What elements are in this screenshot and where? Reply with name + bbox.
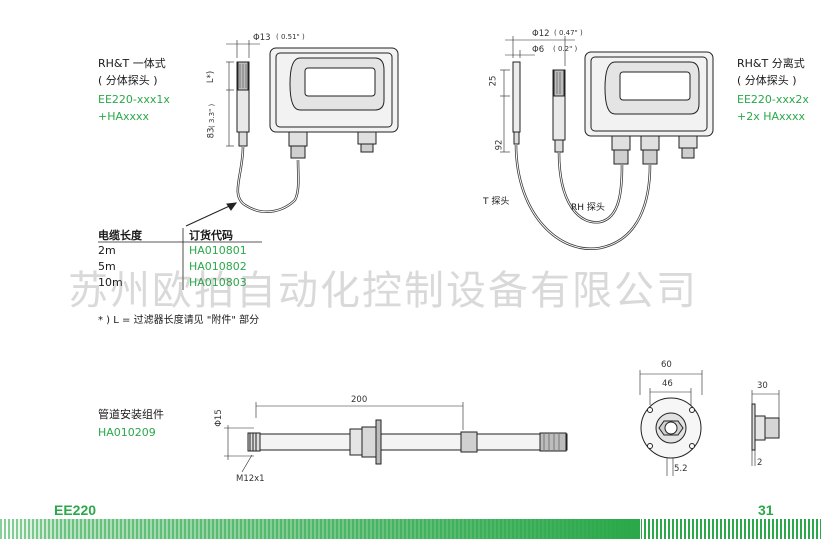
integrated-model: EE220-xxx1x <box>98 93 170 106</box>
dim-200: 200 <box>351 395 368 405</box>
separate-addon: +2x HAxxxx <box>737 110 806 123</box>
dim-phi12: Φ12 <box>532 29 550 39</box>
table-header-length: 电缆长度 <box>98 229 142 242</box>
dim-m12: M12x1 <box>236 474 265 484</box>
table-row-length: 5m <box>98 260 116 273</box>
dim-30: 30 <box>757 381 768 391</box>
dim-phi13-inch: ( 0.51" ) <box>276 33 305 41</box>
integrated-title: RH&T 一体式 <box>98 57 166 70</box>
flange-front-drawing <box>639 370 703 476</box>
integrated-subtitle: ( 分体探头 ) <box>98 74 158 87</box>
table-row-code: HA010802 <box>189 260 247 273</box>
dim-phi12-inch: ( 0.47" ) <box>554 29 583 37</box>
dim-l: L*) <box>206 70 217 84</box>
footer-title: EE220 <box>54 502 97 518</box>
flange-side-drawing <box>751 390 780 466</box>
dim-83-inch: ( 3.3" ) <box>208 103 216 128</box>
dim-phi13: Φ13 <box>253 33 271 43</box>
duct-kit-title: 管道安装组件 <box>98 408 164 421</box>
dim-60: 60 <box>661 360 672 370</box>
dim-5-2: 5.2 <box>674 464 688 474</box>
dim-phi6-inch: ( 0.2" ) <box>553 45 578 53</box>
label-t-probe: T 探头 <box>483 197 510 207</box>
separate-subtitle: ( 分体探头 ) <box>737 74 797 87</box>
footnote: * ) L = 过滤器长度请见 "附件" 部分 <box>98 315 260 326</box>
table-row-code: HA010803 <box>189 276 247 289</box>
table-header-code: 订货代码 <box>189 229 233 242</box>
dim-83: 83 <box>206 127 217 139</box>
duct-kit-code: HA010209 <box>98 426 156 439</box>
dim-46: 46 <box>662 379 673 389</box>
dim-phi15: Φ15 <box>213 409 224 427</box>
integrated-drawing <box>185 40 399 227</box>
integrated-addon: +HAxxxx <box>98 110 150 123</box>
footer-bars <box>0 519 821 539</box>
dim-92: 92 <box>494 139 505 151</box>
cable-table-lines <box>98 228 262 290</box>
table-row-length: 10m <box>98 276 123 289</box>
dim-25: 25 <box>488 75 499 87</box>
duct-kit-drawing <box>224 402 568 473</box>
page-number: 31 <box>758 502 774 518</box>
separate-drawing <box>500 36 714 251</box>
dim-phi6: Φ6 <box>532 45 545 55</box>
table-row-length: 2m <box>98 244 116 257</box>
label-rh-probe: RH 探头 <box>571 203 605 213</box>
table-row-code: HA010801 <box>189 244 247 257</box>
separate-title: RH&T 分离式 <box>737 57 805 70</box>
watermark-text: 苏州欧拍自动化控制设备有限公司 <box>68 268 698 314</box>
dim-2: 2 <box>757 458 763 468</box>
separate-model: EE220-xxx2x <box>737 93 809 106</box>
